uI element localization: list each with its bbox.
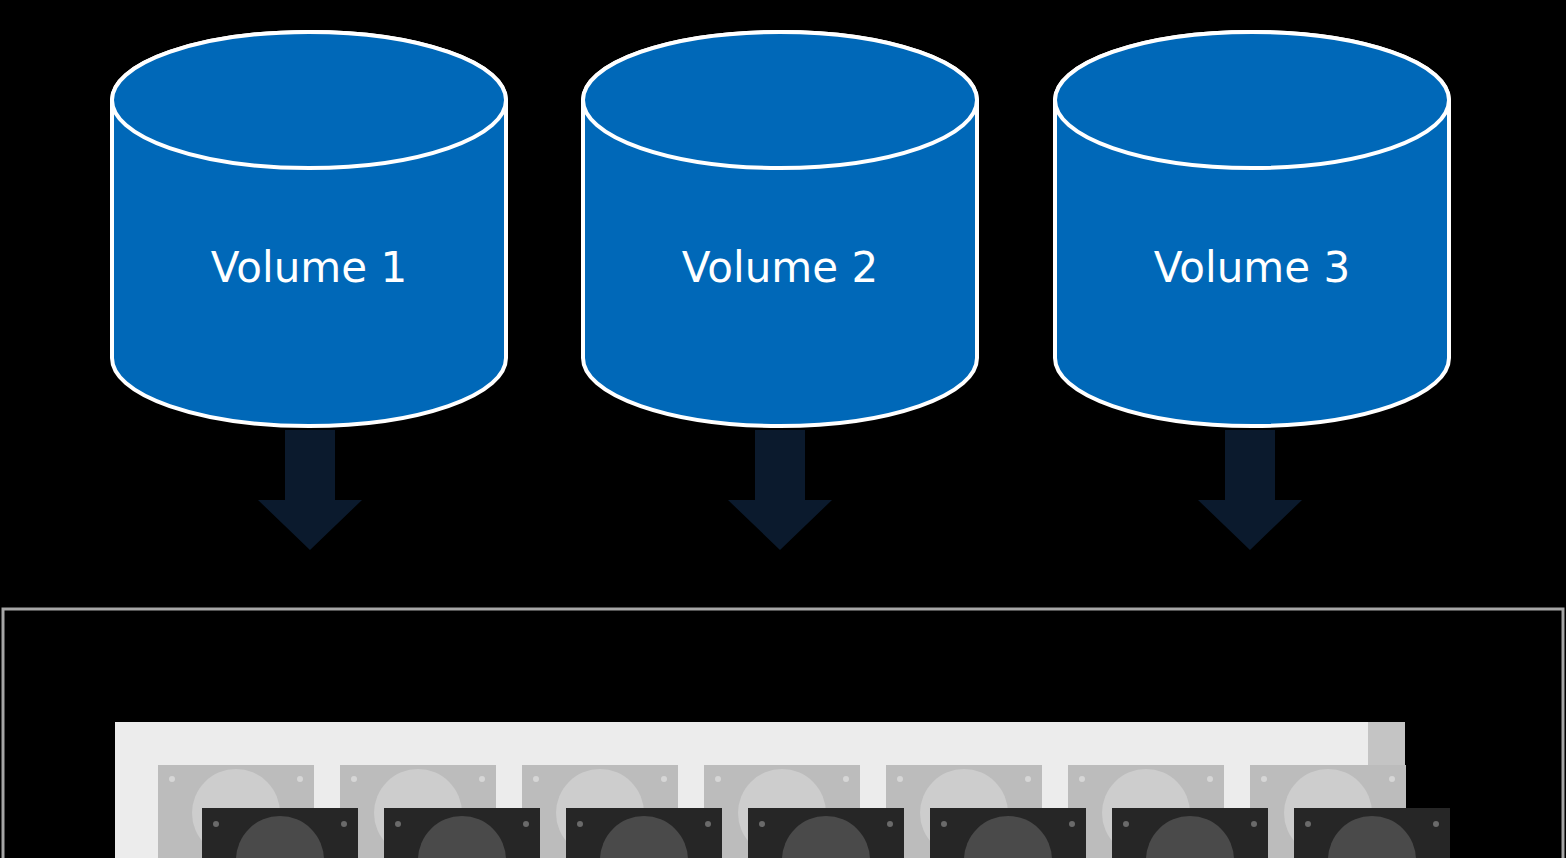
drive-front (384, 808, 540, 858)
drive-front (748, 808, 904, 858)
drive-screw (1305, 821, 1311, 827)
drive-disc (1328, 816, 1416, 858)
drive-disc (1146, 816, 1234, 858)
cylinder-shape (1053, 30, 1451, 428)
volume-cylinder: Volume 1 (110, 30, 508, 428)
drive-screw (341, 821, 347, 827)
cylinder-top (1055, 32, 1449, 168)
drive-screw (1025, 776, 1031, 782)
drive-disc (418, 816, 506, 858)
volume-cylinder: Volume 2 (581, 30, 979, 428)
cylinder-shape (581, 30, 979, 428)
drive-screw (661, 776, 667, 782)
down-arrow (258, 430, 362, 550)
drive-front (566, 808, 722, 858)
cylinder-body (112, 32, 506, 426)
drive-screw (759, 821, 765, 827)
drive-screw (1261, 776, 1267, 782)
drive-screw (705, 821, 711, 827)
drive-screw (715, 776, 721, 782)
drive-screw (395, 821, 401, 827)
drive-screw (1123, 821, 1129, 827)
drive-disc (964, 816, 1052, 858)
cylinder-shape (110, 30, 508, 428)
drive-screw (351, 776, 357, 782)
drive-screw (887, 821, 893, 827)
cylinder-body (583, 32, 977, 426)
down-arrow (1198, 430, 1302, 550)
drive-front (202, 808, 358, 858)
cylinder-body (1055, 32, 1449, 426)
drive-screw (577, 821, 583, 827)
drive-screw (1433, 821, 1439, 827)
drive-screw (1079, 776, 1085, 782)
drive-screw (897, 776, 903, 782)
drive-screw (941, 821, 947, 827)
drive-screw (523, 821, 529, 827)
drive-screw (1251, 821, 1257, 827)
drive-screw (169, 776, 175, 782)
volume-label: Volume 3 (1053, 240, 1451, 296)
drive-screw (1207, 776, 1213, 782)
drive-screw (297, 776, 303, 782)
volume-label: Volume 2 (581, 240, 979, 296)
cylinder-top (112, 32, 506, 168)
drive-front (1294, 808, 1450, 858)
drive-screw (843, 776, 849, 782)
volume-cylinder: Volume 3 (1053, 30, 1451, 428)
drive-illustration (115, 722, 1450, 858)
drive-screw (479, 776, 485, 782)
drive-screw (533, 776, 539, 782)
drive-disc (236, 816, 324, 858)
down-arrow (728, 430, 832, 550)
drive-screw (1069, 821, 1075, 827)
drive-screw (213, 821, 219, 827)
drive-screw (1389, 776, 1395, 782)
drive-front (930, 808, 1086, 858)
cylinder-top (583, 32, 977, 168)
down-arrows (258, 430, 1302, 550)
drive-disc (600, 816, 688, 858)
volume-label: Volume 1 (110, 240, 508, 296)
drive-disc (782, 816, 870, 858)
drive-front (1112, 808, 1268, 858)
